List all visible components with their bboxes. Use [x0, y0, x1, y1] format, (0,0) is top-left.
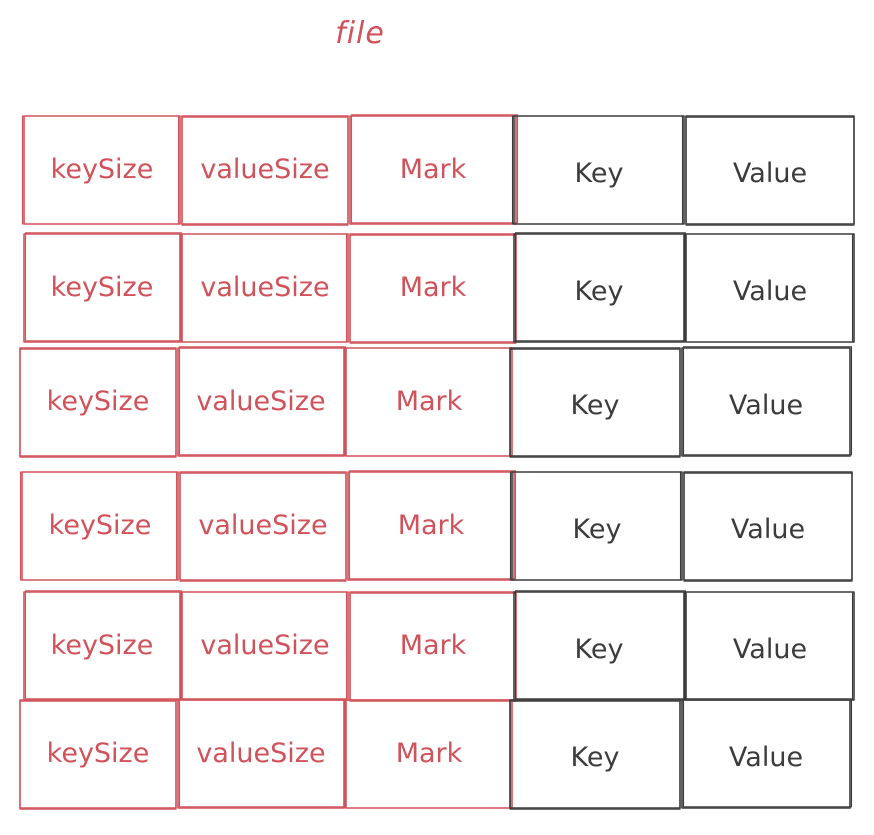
field-cell-mark: Mark [349, 114, 519, 225]
field-label: Value [729, 390, 803, 421]
field-cell-keysize: keySize [23, 232, 183, 343]
field-cell-mark: Mark [349, 591, 517, 702]
field-cell-valuesize: valueSize [181, 115, 349, 226]
record-row: keySize valueSize Mark Key Value [19, 698, 853, 810]
field-label: keySize [47, 386, 150, 417]
field-box [181, 115, 349, 226]
field-label: valueSize [198, 510, 327, 541]
field-cell-value: Value [683, 591, 855, 701]
field-label: Mark [400, 272, 467, 303]
field-box [681, 346, 853, 457]
field-cell-value: Value [685, 115, 855, 226]
field-box [19, 699, 177, 810]
field-cell-value: Value [681, 346, 853, 457]
field-label: Key [571, 742, 620, 773]
field-cell-key: Key [509, 699, 681, 810]
field-box [511, 115, 685, 225]
field-label: valueSize [200, 630, 329, 661]
record-row: keySize valueSize Mark Key Value [19, 470, 853, 582]
field-label: keySize [51, 154, 154, 185]
field-label: keySize [51, 272, 154, 303]
field-box [683, 471, 853, 582]
field-label: keySize [47, 738, 150, 769]
field-label: valueSize [196, 386, 325, 417]
field-box [509, 347, 681, 458]
record-row: keySize valueSize Mark Key Value [19, 346, 853, 458]
field-cell-valuesize: valueSize [177, 346, 347, 457]
record-row: keySize valueSize Mark Key Value [23, 590, 855, 702]
field-box [349, 114, 519, 225]
field-cell-valuesize: valueSize [177, 698, 347, 809]
diagram-title: file [335, 16, 385, 51]
field-cell-key: Key [509, 471, 683, 581]
field-label: Key [575, 158, 624, 189]
field-label: Key [571, 390, 620, 421]
field-cell-key: Key [513, 232, 687, 343]
field-box [347, 470, 517, 581]
field-label: Mark [400, 630, 467, 661]
field-cell-mark: Mark [343, 347, 513, 457]
record-row: keySize valueSize Mark Key Value [23, 232, 855, 344]
field-cell-keysize: keySize [23, 590, 183, 701]
field-box [21, 115, 181, 225]
field-label: Mark [398, 510, 465, 541]
field-label: valueSize [200, 272, 329, 303]
field-label: valueSize [196, 738, 325, 769]
field-box [19, 471, 179, 581]
field-box [681, 698, 853, 809]
field-box [179, 471, 347, 582]
field-cell-valuesize: valueSize [179, 471, 347, 582]
record-row: keySize valueSize Mark Key Value [21, 114, 855, 226]
field-label: Key [575, 634, 624, 665]
field-label: keySize [51, 630, 154, 661]
field-cell-mark: Mark [349, 233, 517, 344]
field-cell-value: Value [683, 233, 855, 343]
field-cell-keysize: keySize [19, 347, 177, 458]
field-label: Value [733, 276, 807, 307]
field-cell-keysize: keySize [19, 471, 179, 581]
field-box [19, 347, 177, 458]
field-label: Value [733, 634, 807, 665]
field-cell-keysize: keySize [21, 115, 181, 225]
field-cell-value: Value [681, 698, 853, 809]
field-box [685, 115, 855, 226]
field-box [683, 233, 855, 343]
field-label: Value [729, 742, 803, 773]
field-box [509, 699, 681, 810]
field-cell-key: Key [513, 590, 687, 701]
field-cell-valuesize: valueSize [179, 233, 349, 343]
field-cell-mark: Mark [347, 470, 517, 581]
field-label: Key [575, 276, 624, 307]
field-box [179, 233, 349, 343]
field-cell-keysize: keySize [19, 699, 177, 810]
field-cell-valuesize: valueSize [179, 591, 349, 701]
field-label: Mark [400, 154, 467, 185]
field-label: Mark [396, 386, 463, 417]
field-cell-key: Key [509, 347, 681, 458]
field-label: Mark [396, 738, 463, 769]
field-label: valueSize [200, 154, 329, 185]
field-cell-mark: Mark [343, 699, 513, 809]
field-cell-value: Value [683, 471, 853, 582]
field-label: keySize [49, 510, 152, 541]
field-label: Key [573, 514, 622, 545]
field-label: Value [733, 158, 807, 189]
field-box [509, 471, 683, 581]
field-cell-key: Key [511, 115, 685, 225]
field-label: Value [731, 514, 805, 545]
